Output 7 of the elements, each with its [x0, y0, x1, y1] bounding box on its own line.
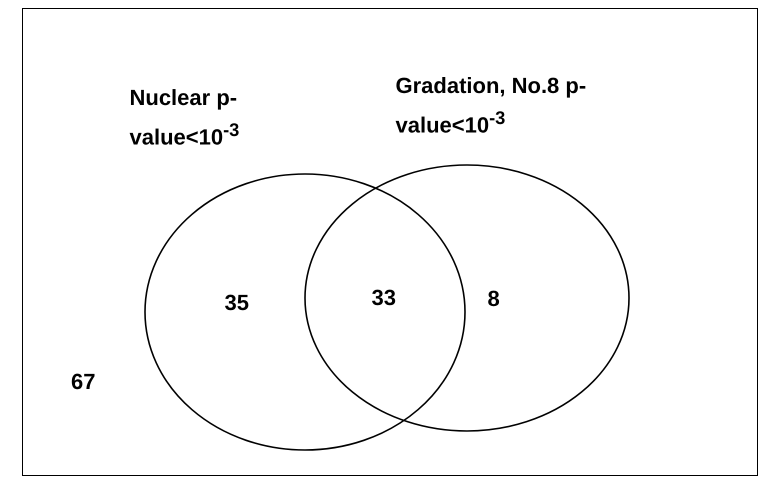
diagram-frame [22, 8, 758, 476]
set-label: Gradation, No.8 p-value<10$^{-3}$ [396, 72, 588, 140]
set-label: Nuclear p-value<10$^{-3}$ [130, 84, 240, 152]
set-count: 35 [224, 288, 249, 316]
set-count: 8 [488, 284, 500, 312]
set-count: 67 [71, 368, 96, 396]
overlap-count: 33 [372, 284, 396, 312]
